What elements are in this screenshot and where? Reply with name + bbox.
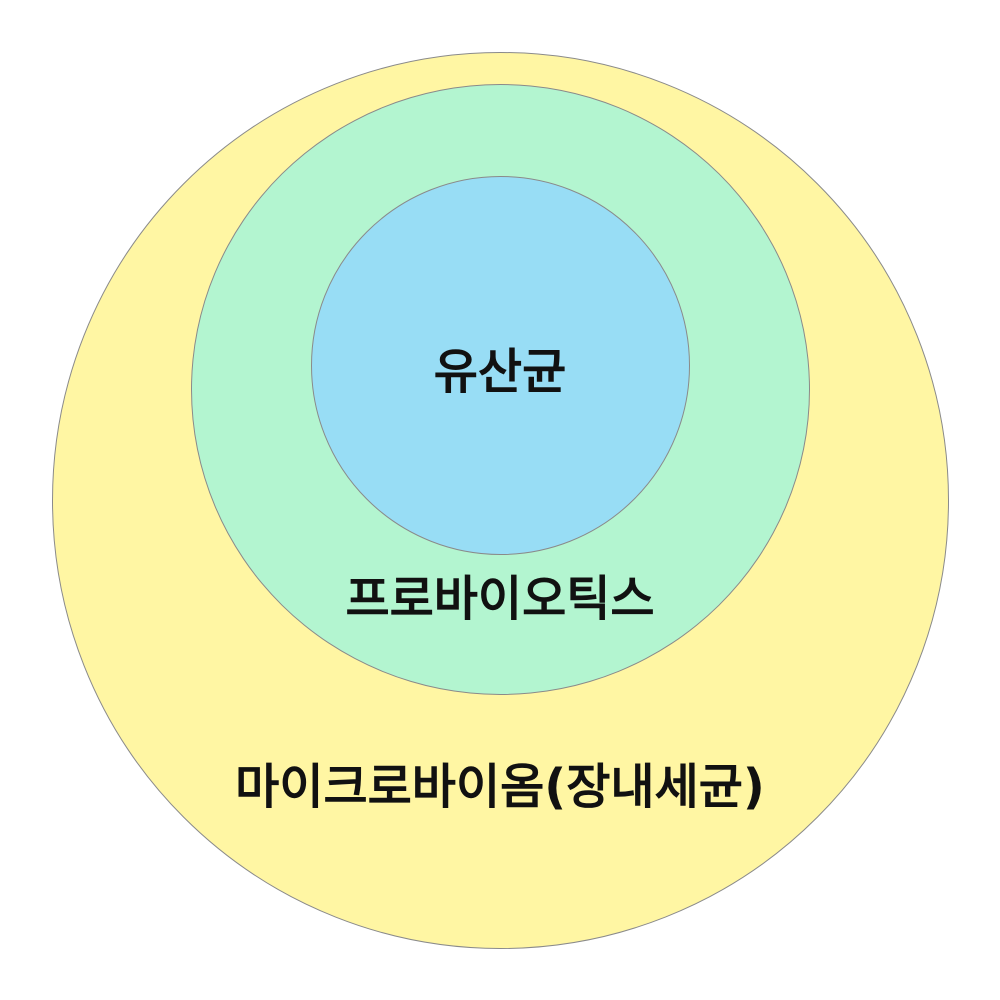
inner-circle-lactic-acid-bacteria (311, 176, 690, 555)
inner-circle-label: 유산균 (433, 344, 567, 400)
middle-circle-label: 프로바이오틱스 (345, 571, 655, 627)
outer-circle-label: 마이크로바이옴(장내세균) (235, 759, 765, 815)
